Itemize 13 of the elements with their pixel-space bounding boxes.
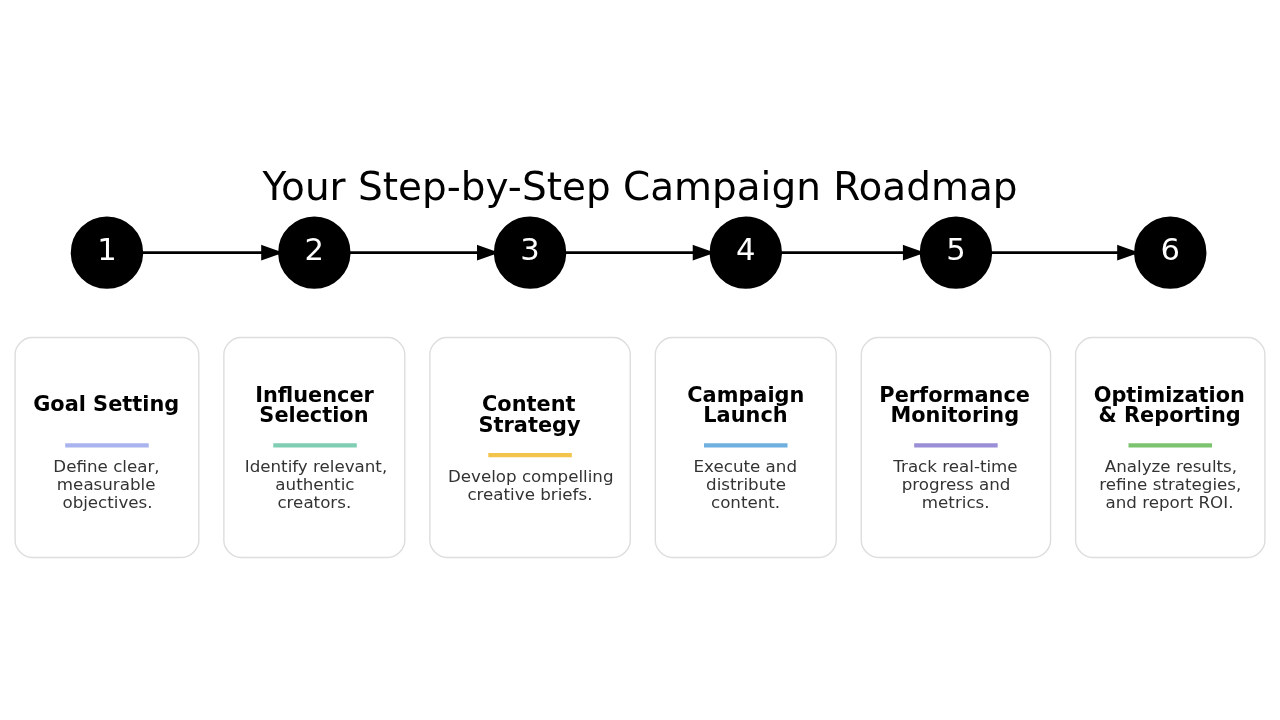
node-box: Performance Monitoring Track real-time progress and metrics. [860,336,1052,558]
node-box: Campaign Launch Execute and distribute content. [654,336,837,558]
node-circle: 4 [709,215,782,289]
node-box: Content Strategy Develop compelling creative briefs. [429,336,631,558]
node-circle: 2 [278,215,351,289]
node-circle: 5 [919,215,993,289]
diagram-title: Your Step-by-Step Campaign Roadmap [262,163,1018,209]
node-box: Optimization & Reporting Analyze results, refine strategies, and report ROI. [1074,336,1266,558]
node-box: Influencer Selection Identify relevant, authentic creators. [223,336,406,558]
node-box: Goal Setting Define clear, measurable objectives. [14,336,200,558]
node-circle: 1 [70,215,144,289]
node-circle: 3 [493,215,567,289]
node-circle: 6 [1134,215,1207,289]
